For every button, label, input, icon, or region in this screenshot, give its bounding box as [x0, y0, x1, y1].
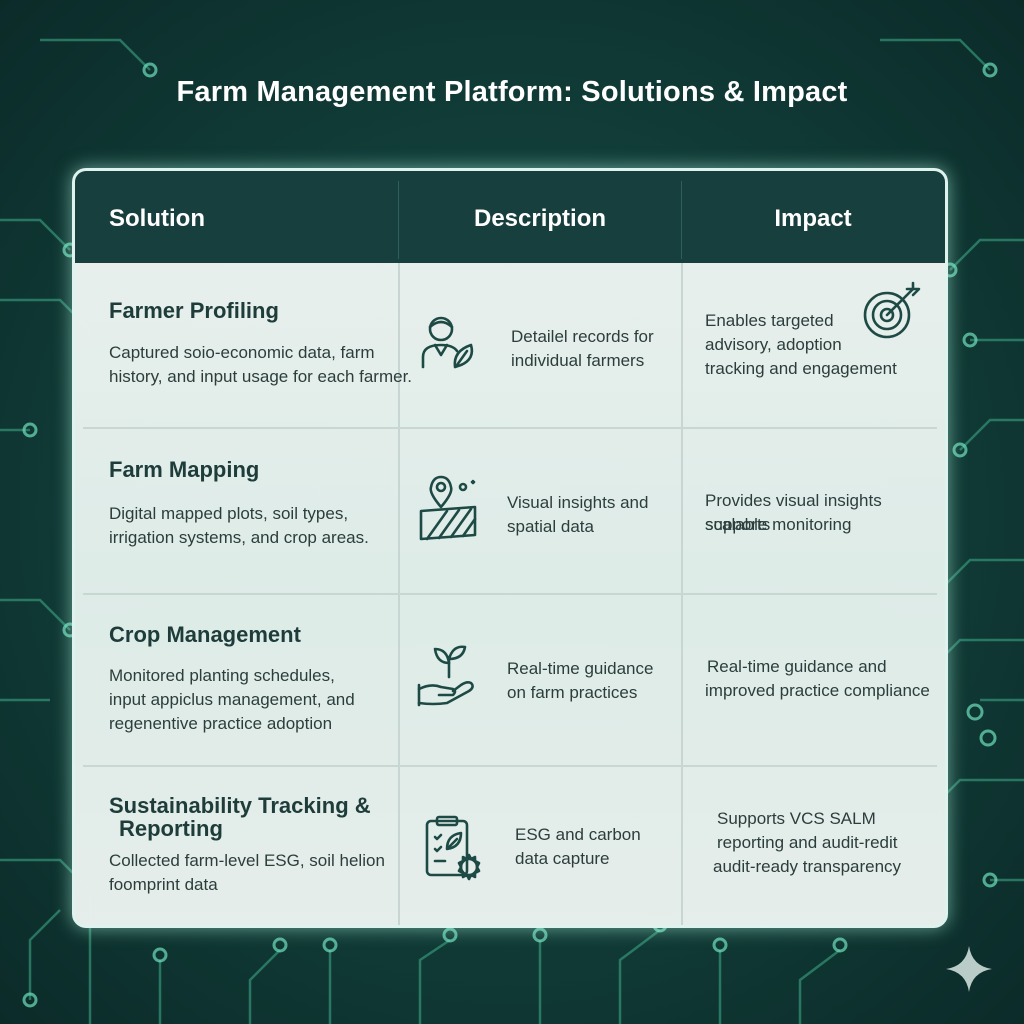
solution-title: Crop Management: [109, 622, 301, 647]
description-text: ESG and carbon: [515, 825, 641, 844]
solution-text: Monitored planting schedules,: [109, 666, 335, 685]
solutions-table: Solution Description Impact Farmer Profi…: [72, 168, 948, 928]
impact-text: Provides visual insights supports: [705, 491, 882, 534]
impact-text: reporting and audit-redit: [717, 833, 898, 852]
impact-text: Enables targeted: [705, 311, 834, 330]
farmer-leaf-icon: [413, 309, 483, 379]
description-text: Visual insights and: [507, 493, 649, 512]
solution-text: regenentive practice adoption: [109, 714, 333, 733]
row-divider: [83, 427, 937, 429]
description-text: Real-time guidance: [507, 659, 654, 678]
header-divider: [681, 181, 682, 259]
header-divider: [398, 181, 399, 259]
map-pin-field-icon: [413, 473, 483, 543]
table-header-row: Solution Description Impact: [75, 171, 945, 263]
impact-text: tracking and engagement: [705, 359, 897, 378]
solution-text: irrigation systems, and crop areas.: [109, 528, 369, 547]
description-text: on farm practices: [507, 683, 638, 702]
clipboard-leaf-badge-icon: [421, 813, 491, 883]
header-description: Description: [473, 205, 607, 232]
description-text: data capture: [515, 849, 610, 868]
solution-text: history, and input usage for each farmer…: [109, 367, 413, 386]
impact-text: Real-time guidance and: [707, 657, 887, 676]
row-divider: [83, 593, 937, 595]
target-arrow-icon: [859, 279, 923, 343]
solution-text: foomprint data: [109, 875, 218, 894]
sparkle-icon: [946, 946, 992, 992]
row-divider: [83, 765, 937, 767]
solution-title: Farmer Profiling: [109, 298, 279, 323]
solution-title: Reporting: [119, 816, 223, 841]
description-text: Detailel records for: [511, 327, 654, 346]
hand-sprout-icon: [413, 641, 483, 711]
solution-text: Captured soio-economic data, farm: [109, 343, 375, 362]
impact-text: audit-ready transparency: [713, 857, 902, 876]
solution-text: Collected farm-level ESG, soil helion: [109, 851, 385, 870]
impact-text: Supports VCS SALM: [717, 809, 876, 828]
impact-text: scalable monitoring: [705, 515, 852, 534]
description-text: individual farmers: [511, 351, 645, 370]
impact-text: improved practice compliance: [705, 681, 930, 700]
solution-title: Farm Mapping: [109, 457, 260, 482]
description-text: spatial data: [507, 517, 594, 536]
header-solution: Solution: [109, 205, 205, 232]
solution-text: Digital mapped plots, soil types,: [109, 504, 349, 523]
impact-text: advisory, adoption: [705, 335, 842, 354]
page-title: Farm Management Platform: Solutions & Im…: [176, 76, 848, 108]
solution-text: input appiclus management, and: [109, 690, 355, 709]
header-impact: Impact: [774, 205, 852, 232]
solution-title: Sustainability Tracking &: [109, 793, 371, 818]
